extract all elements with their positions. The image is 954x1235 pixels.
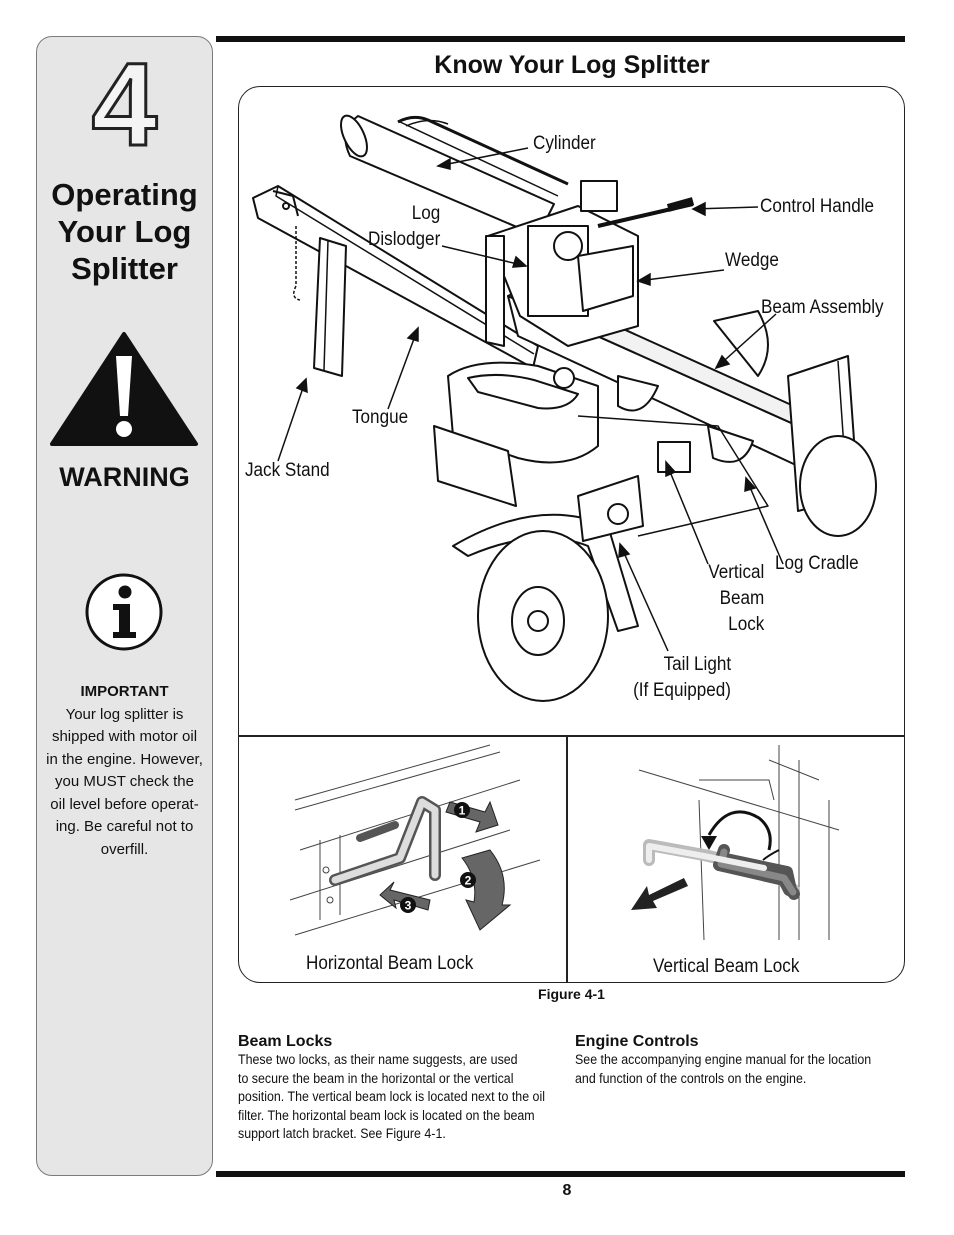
beam-locks-section: Beam Locks These two locks, as their nam…: [238, 1033, 563, 1144]
engine-controls-body: See the accompanying engine manual for t…: [575, 1051, 897, 1088]
important-title: IMPORTANT: [80, 683, 169, 700]
beam-locks-body: These two locks, as their name suggests,…: [238, 1051, 560, 1144]
important-line: Your log splitter is: [65, 705, 184, 723]
chapter-title: Operating Your Log Splitter: [36, 176, 213, 287]
engine-controls-line: and function of the controls on the engi…: [575, 1070, 807, 1086]
step-marker-3: 3: [405, 899, 412, 913]
callout-wedge: Wedge: [725, 250, 779, 271]
callout-log-dislodger: Log Dislodger: [368, 201, 440, 253]
beam-locks-title: Beam Locks: [238, 1033, 333, 1050]
beam-locks-line: support latch bracket. See Figure 4-1.: [238, 1126, 446, 1141]
callout-log-cradle: Log Cradle: [775, 553, 859, 574]
callout-tail-light-line: (If Equipped): [633, 680, 732, 701]
callout-tail-light: Tail Light (If Equipped): [633, 652, 731, 704]
chapter-title-line: Operating: [51, 177, 198, 212]
page-number: 8: [562, 1182, 572, 1199]
warning-triangle-icon: [50, 332, 198, 446]
beam-locks-line: These two locks, as their name suggests,…: [238, 1052, 518, 1067]
callout-tail-light-line: Tail Light: [663, 654, 732, 675]
info-icon: [85, 573, 163, 651]
beam-locks-line: to secure the beam in the horizontal or …: [238, 1070, 514, 1086]
log-splitter-illustration: [252, 114, 877, 702]
subfigure-divider-vertical: [566, 735, 568, 982]
figure-caption: Figure 4-1: [538, 986, 605, 1002]
horizontal-beam-lock-illustration: 1 2 3: [289, 744, 541, 936]
important-line: overfill.: [100, 840, 149, 858]
bottom-rule: [216, 1171, 905, 1177]
warning-label: WARNING: [59, 462, 190, 492]
important-note: IMPORTANT Your log splitter is shipped w…: [40, 681, 209, 861]
callout-beam-assembly: Beam Assembly: [761, 297, 884, 318]
vertical-beam-lock-label: Vertical Beam Lock: [653, 956, 800, 977]
important-line: you MUST check the: [55, 773, 194, 790]
top-rule: [216, 36, 905, 42]
important-line: ing. Be careful not to: [55, 818, 194, 835]
callout-log-dislodger-line: Log: [411, 203, 440, 224]
chapter-number: 4: [90, 39, 159, 171]
callout-vertical-beam-lock-line: Lock: [727, 614, 764, 635]
engine-controls-title: Engine Controls: [575, 1033, 699, 1050]
horizontal-beam-lock-label: Horizontal Beam Lock: [306, 953, 474, 974]
callout-control-handle: Control Handle: [760, 196, 875, 217]
callout-cylinder: Cylinder: [533, 133, 596, 154]
beam-locks-line: position. The vertical beam lock is loca…: [238, 1089, 545, 1104]
step-marker-2: 2: [465, 874, 472, 888]
engine-controls-line: See the accompanying engine manual for t…: [575, 1052, 872, 1067]
callout-vertical-beam-lock-line: Vertical: [707, 562, 764, 583]
callout-vertical-beam-lock-line: Beam: [719, 588, 764, 609]
chapter-title-line: Your Log: [57, 214, 192, 249]
vertical-beam-lock-illustration: [631, 745, 840, 941]
callout-vertical-beam-lock: Vertical Beam Lock: [708, 560, 764, 638]
figure-frame: [238, 86, 905, 983]
callout-log-dislodger-line: Dislodger: [367, 229, 440, 250]
engine-controls-section: Engine Controls See the accompanying eng…: [575, 1033, 905, 1088]
section-heading: Know Your Log Splitter: [434, 51, 710, 79]
beam-locks-line: filter. The horizontal beam lock is loca…: [238, 1107, 535, 1123]
subfigure-divider-horizontal: [238, 735, 905, 737]
important-line: in the engine. However,: [46, 750, 203, 768]
callout-jack-stand: Jack Stand: [245, 460, 330, 481]
important-line: oil level before operat-: [50, 795, 199, 813]
important-line: shipped with motor oil: [51, 728, 198, 745]
callout-tongue: Tongue: [352, 407, 409, 428]
step-marker-1: 1: [459, 804, 466, 818]
chapter-title-line: Splitter: [71, 251, 178, 286]
